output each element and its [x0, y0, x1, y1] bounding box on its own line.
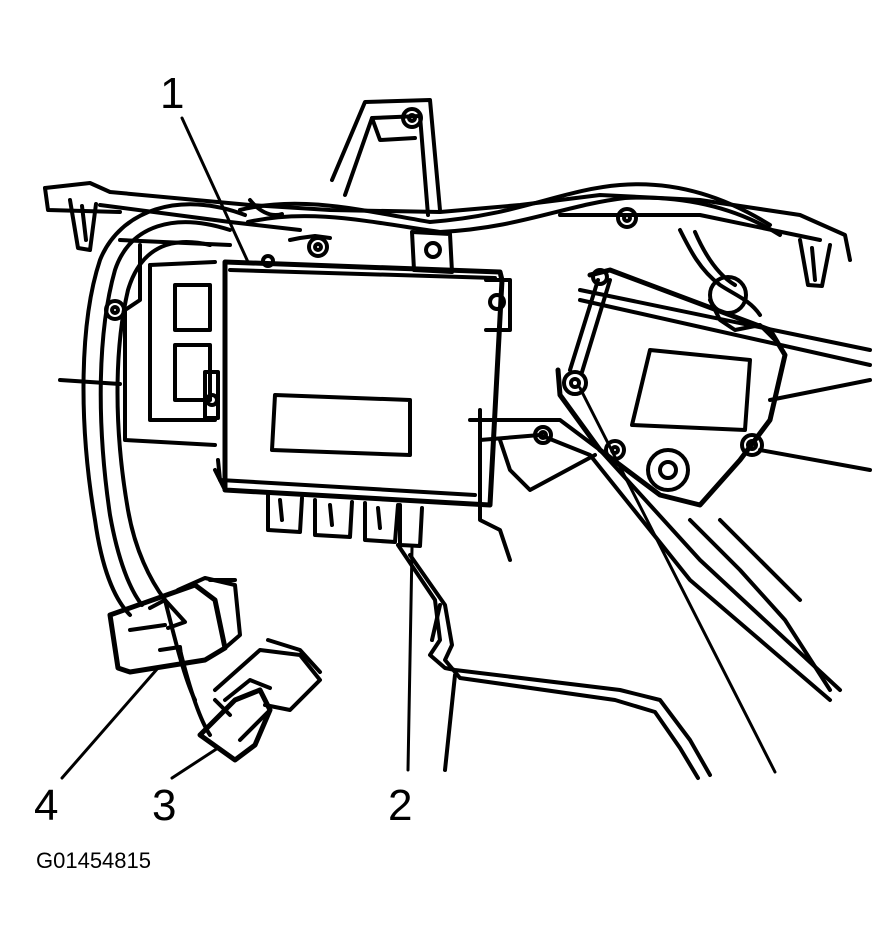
- callout-3: 3: [152, 781, 177, 830]
- wiring-harness-top: [238, 182, 782, 317]
- retaining-clips: [68, 198, 832, 288]
- callout-4: 4: [34, 781, 59, 830]
- module-connector-pins: [266, 493, 424, 548]
- leader-line-4: [60, 666, 160, 780]
- control-module-body: [203, 230, 512, 508]
- upper-bracket: [330, 98, 442, 217]
- leader-line-duct: [578, 386, 777, 774]
- leader-line-3: [170, 746, 220, 780]
- middle-harness-connector: [197, 638, 322, 763]
- module-mounting-bracket: [104, 234, 332, 447]
- leader-line-2: [406, 546, 414, 772]
- hvac-actuator: [555, 267, 788, 508]
- hvac-duct-housing: [468, 207, 842, 702]
- callout-1: 1: [160, 69, 185, 118]
- actuator-linkage: [568, 278, 872, 472]
- leader-line-1: [180, 116, 250, 264]
- left-harness-connector: [107, 576, 242, 675]
- callout-2: 2: [388, 781, 413, 830]
- leader-lines: [60, 116, 777, 780]
- figure-id: G01454815: [36, 848, 151, 873]
- lower-duct-tube: [58, 378, 712, 780]
